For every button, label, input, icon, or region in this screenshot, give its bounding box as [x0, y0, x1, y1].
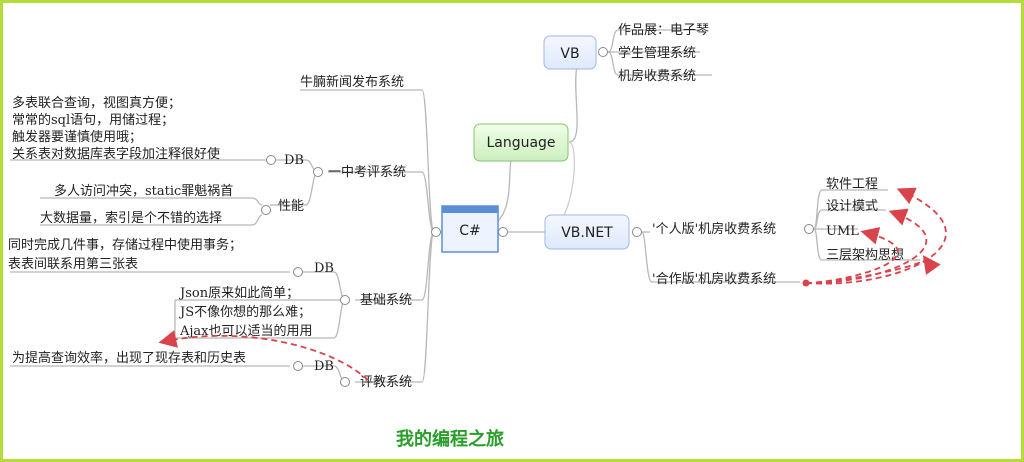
- exam-db-item-2: 常常的sql语句，用储过程；: [12, 112, 174, 128]
- exam-db-item-1: 多表联合查询，视图真方便；: [12, 95, 181, 111]
- page-title: 我的编程之旅: [396, 428, 504, 450]
- vbnet-label: VB.NET: [561, 225, 613, 241]
- language-label: Language: [486, 135, 555, 151]
- basic-js-item-1: Json原来如此简单；: [178, 285, 299, 301]
- eval-db-item-1: 为提高查询效率，出现了现存表和历史表: [12, 350, 246, 366]
- personal-item-3: UML: [826, 224, 859, 239]
- exam-perf-label: 性能: [278, 199, 304, 214]
- basic-db-item-1: 同时完成几件事，存储过程中使用事务；: [8, 237, 242, 253]
- personal-item-4: 三层架构思想: [826, 247, 904, 263]
- vb-label: VB: [560, 46, 579, 62]
- basic-db-label: DB: [314, 261, 334, 276]
- vb-node[interactable]: VB: [543, 35, 597, 70]
- personal-system: '个人版'机房收费系统: [652, 221, 776, 237]
- exam-system: 一中考评系统: [328, 165, 406, 180]
- root-label: C#: [459, 223, 481, 239]
- exam-perf-item-2: 大数据量，索引是个不错的选择: [40, 210, 222, 226]
- relationship-arrows: [158, 187, 947, 381]
- vb-item-2: 学生管理系统: [618, 45, 696, 61]
- exam-db-item-4: 关系表对数据库表字段加注释很好使: [12, 146, 220, 162]
- eval-db-label: DB: [314, 359, 334, 374]
- vb-item-3: 机房收费系统: [618, 68, 696, 84]
- vbnet-node[interactable]: VB.NET: [544, 214, 630, 250]
- basic-db-item-2: 表表间联系用第三张表: [8, 257, 138, 272]
- basic-js-item-2: JS不像你想的那么难；: [178, 304, 311, 320]
- news-system: 牛腩新闻发布系统: [300, 74, 404, 90]
- basic-js-item-3: Ajax也可以适当的用用: [179, 323, 313, 339]
- exam-db-label: DB: [284, 153, 304, 168]
- basic-system: 基础系统: [360, 293, 412, 308]
- eval-system: 评教系统: [360, 374, 412, 390]
- coop-system: '合作版'机房收费系统: [652, 271, 776, 287]
- root-node-csharp[interactable]: C#: [441, 205, 499, 253]
- personal-item-2: 设计模式: [826, 199, 878, 214]
- exam-perf-item-1: 多人访问冲突，static罪魁祸首: [54, 183, 233, 199]
- exam-db-item-3: 触发器要谨慎使用哦；: [12, 129, 142, 145]
- vb-item-1: 作品展：电子琴: [618, 23, 709, 38]
- language-node[interactable]: Language: [473, 123, 569, 162]
- personal-item-1: 软件工程: [826, 177, 878, 192]
